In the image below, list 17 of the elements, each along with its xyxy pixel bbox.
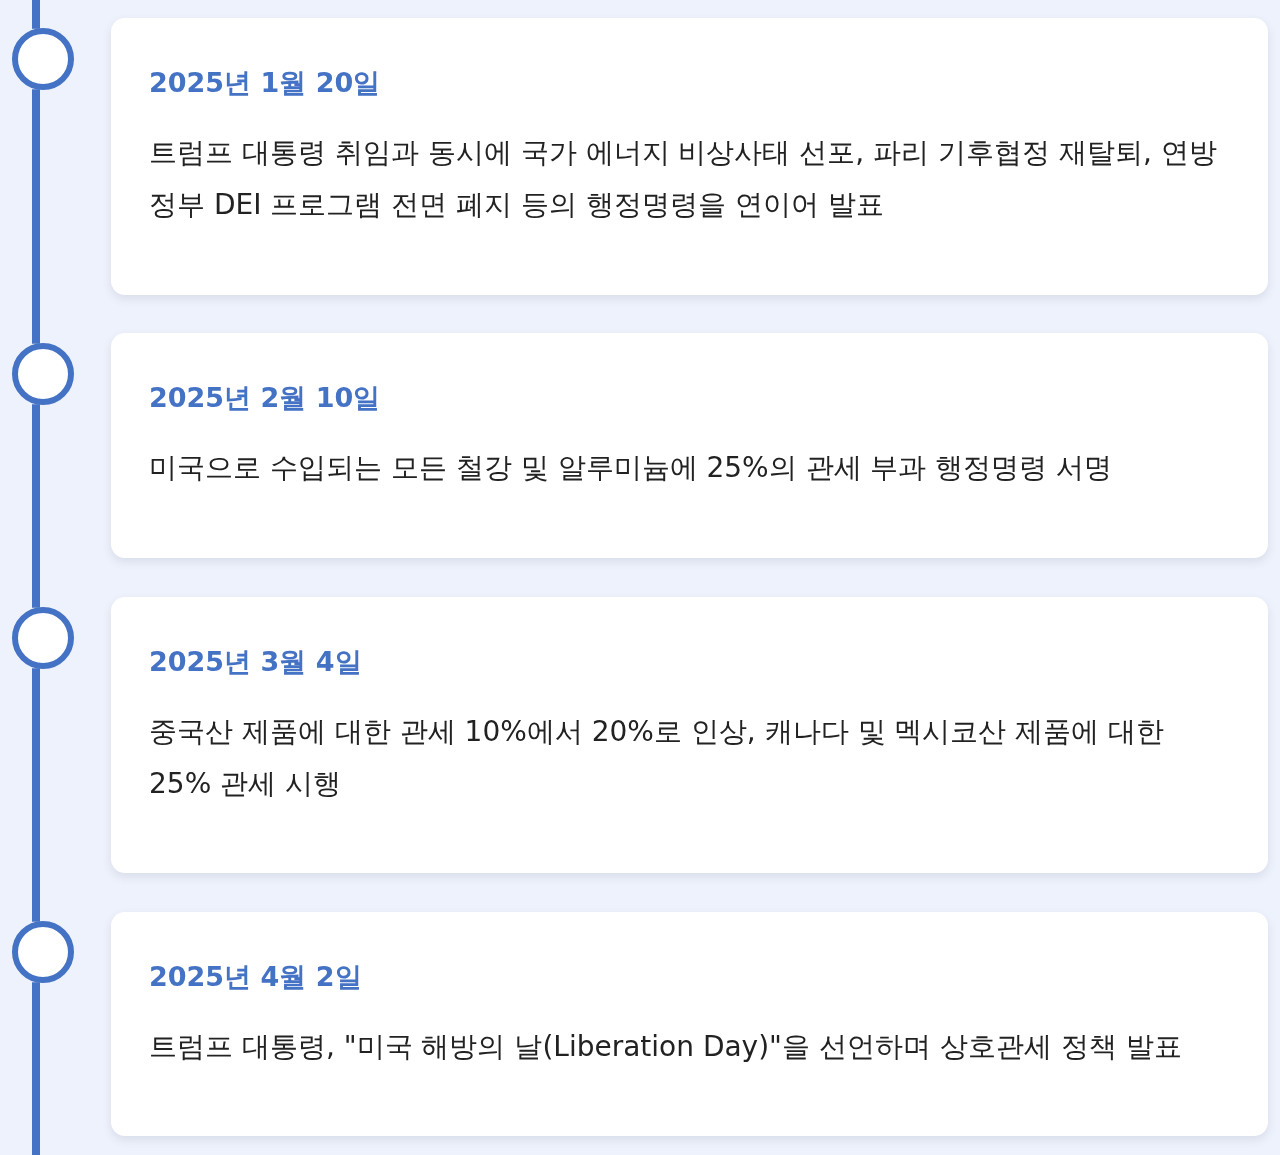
event-description: 트럼프 대통령 취임과 동시에 국가 에너지 비상사태 선포, 파리 기후협정 재탈퇴, 연방 정부 DEI 프로그램 전면 폐지 등의 행정명령을 연이어 발표 bbox=[149, 135, 1218, 223]
event-card bbox=[111, 18, 1268, 295]
timeline-line bbox=[32, 668, 40, 922]
event-card bbox=[111, 912, 1268, 1136]
timeline-line bbox=[32, 982, 40, 1155]
event-card bbox=[111, 597, 1268, 873]
event-description: 중국산 제품에 대한 관세 10%에서 20%로 인상, 캐나다 및 멕시코산 제품에 대한 25% 관세 시행 bbox=[149, 714, 1166, 802]
event-date: 2025년 2월 10일 bbox=[149, 381, 381, 415]
event-date: 2025년 3월 4일 bbox=[149, 645, 362, 679]
timeline-line bbox=[32, 89, 40, 344]
timeline-line bbox=[32, 404, 40, 608]
event-date: 2025년 1월 20일 bbox=[149, 66, 381, 100]
event-description: 트럼프 대통령, "미국 해방의 날(Liberation Day)"을 선언하며 상호관세 정책 발표 bbox=[149, 1029, 1183, 1065]
timeline-line bbox=[32, 0, 40, 29]
event-date: 2025년 4월 2일 bbox=[149, 960, 362, 994]
event-card bbox=[111, 333, 1268, 558]
event-description: 미국으로 수입되는 모든 철강 및 알루미늄에 25%의 관세 부과 행정명령 서명 bbox=[149, 450, 1114, 486]
